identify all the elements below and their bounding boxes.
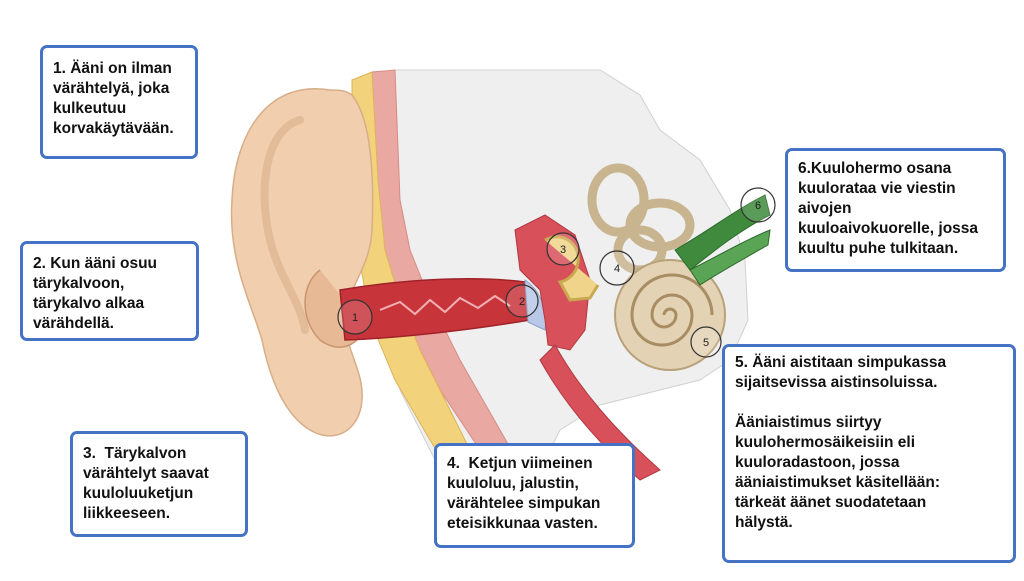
- auditory-nerve: [674, 194, 771, 271]
- callout-2-line: värähdellä.: [33, 315, 114, 332]
- callout-5: 5. Ääni aistitaan simpukassa sijaitsevis…: [722, 344, 1016, 563]
- callout-4-line: eteisikkunaa vasten.: [447, 515, 598, 532]
- marker-5-label: 5: [703, 337, 709, 349]
- cochlea-spiral: [630, 273, 714, 347]
- callout-4-line: värähtelee simpukan: [447, 495, 601, 512]
- callout-2-line: tärykalvoon,: [33, 275, 125, 292]
- auricle-fold: [260, 116, 309, 334]
- callout-5-line: kuulohermosäikeisiin eli: [735, 434, 916, 451]
- callout-1-line: korvakäytävään.: [53, 120, 174, 137]
- callout-3-line: 3. Tärykalvon: [83, 445, 187, 462]
- callout-6: 6.Kuulohermo osana kuulorataa vie viesti…: [785, 148, 1006, 272]
- marker-2: 2: [505, 284, 539, 318]
- callout-3: 3. Tärykalvon värähtelyt saavat kuuloluu…: [70, 431, 248, 537]
- callout-1-line: värähtelyä, joka: [53, 80, 170, 97]
- callout-5-gap: [735, 393, 1003, 413]
- marker-3-label: 3: [560, 244, 566, 256]
- callout-4: 4. Ketjun viimeinen kuuloluu, jalustin, …: [434, 443, 635, 548]
- callout-4-line: 4. Ketjun viimeinen: [447, 455, 593, 472]
- auditory-nerve-lower: [689, 229, 771, 286]
- callout-1: 1. Ääni on ilman värähtelyä, joka kulkeu…: [40, 45, 198, 159]
- marker-2-label: 2: [519, 296, 525, 308]
- ear-canal-texture: [379, 294, 511, 316]
- callout-3-line: kuuloluuketjun: [83, 485, 194, 502]
- marker-4-label: 4: [614, 263, 620, 275]
- callout-5-line: ääniaistimukset käsitellään:: [735, 474, 941, 491]
- marker-6: 6: [740, 187, 776, 223]
- marker-3: 3: [546, 232, 580, 266]
- callout-2: 2. Kun ääni osuu tärykalvoon, tärykalvo …: [20, 241, 199, 341]
- callout-2-line: 2. Kun ääni osuu: [33, 255, 158, 272]
- marker-1-label: 1: [352, 312, 358, 324]
- marker-4: 4: [599, 250, 635, 286]
- callout-4-line: kuuloluu, jalustin,: [447, 475, 579, 492]
- callout-3-line: liikkeeseen.: [83, 505, 171, 522]
- callout-5-line: tärkeät äänet suodatetaan: [735, 494, 927, 511]
- callout-6-line: kuuloaivokuorelle, jossa: [798, 220, 979, 237]
- callout-5-line: Ääniaistimus siirtyy: [735, 414, 882, 431]
- callout-6-line: kuulorataa vie viestin: [798, 180, 956, 197]
- callout-1-line: 1. Ääni on ilman: [53, 60, 172, 77]
- ossicles: [544, 235, 600, 302]
- callout-5-line: sijaitsevissa aistinsoluissa.: [735, 374, 938, 391]
- callout-1-line: kulkeutuu: [53, 100, 127, 117]
- callout-2-line: tärykalvo alkaa: [33, 295, 145, 312]
- callout-6-line: kuultu puhe tulkitaan.: [798, 240, 959, 257]
- auricle: [230, 88, 374, 437]
- callout-6-line: aivojen: [798, 200, 852, 217]
- callout-3-line: värähtelyt saavat: [83, 465, 209, 482]
- marker-6-label: 6: [755, 200, 761, 212]
- marker-5: 5: [690, 326, 722, 358]
- callout-5-line: hälystä.: [735, 514, 793, 531]
- callout-5-line: kuuloradastoon, jossa: [735, 454, 900, 471]
- callout-6-line: 6.Kuulohermo osana: [798, 160, 952, 177]
- callout-5-line: 5. Ääni aistitaan simpukassa: [735, 354, 947, 371]
- marker-1: 1: [337, 299, 373, 335]
